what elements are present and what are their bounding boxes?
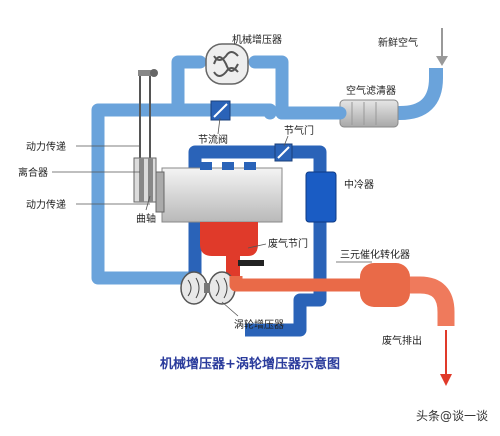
label-wastegate: 废气节门 [268,237,308,250]
label-throttle-door: 节气门 [284,124,314,137]
fresh-air-intake [395,28,448,120]
label-catalytic-converter: 三元催化转化器 [340,248,410,261]
air-filter [339,99,399,128]
throttle-door-leader [283,135,289,147]
intercooler [305,171,337,223]
throttle-door [274,143,293,162]
clutch-assembly [133,157,165,213]
label-air-filter: 空气滤清器 [346,84,396,97]
exhaust-pipe [229,263,455,386]
throttle-valve-leader [217,117,221,135]
turbocharger [180,271,236,305]
label-clutch: 离合器 [18,166,48,179]
label-throttle-valve: 节流阀 [198,133,228,146]
label-fresh-air: 新鲜空气 [378,36,418,49]
wastegate [238,260,264,266]
watermark: 头条@谈一谈 [416,409,488,423]
label-intercooler: 中冷器 [344,178,374,191]
exhaust-manifold [200,222,258,276]
label-crankshaft: 曲轴 [136,212,156,225]
label-supercharger: 机械增压器 [232,33,282,46]
label-exhaust-out: 废气排出 [382,334,422,347]
leader-lines [52,145,372,317]
diagram-caption: 机械增压器+涡轮增压器示意图 [160,356,340,372]
intake-pipe [91,55,347,285]
label-power-transfer-bottom: 动力传递 [26,198,66,211]
label-power-transfer-top: 动力传递 [26,140,66,153]
belt-drive [138,69,158,158]
engine-block [161,162,283,223]
label-turbocharger: 涡轮增压器 [234,318,284,331]
throttle-valve [210,100,231,121]
supercharger [205,43,249,85]
